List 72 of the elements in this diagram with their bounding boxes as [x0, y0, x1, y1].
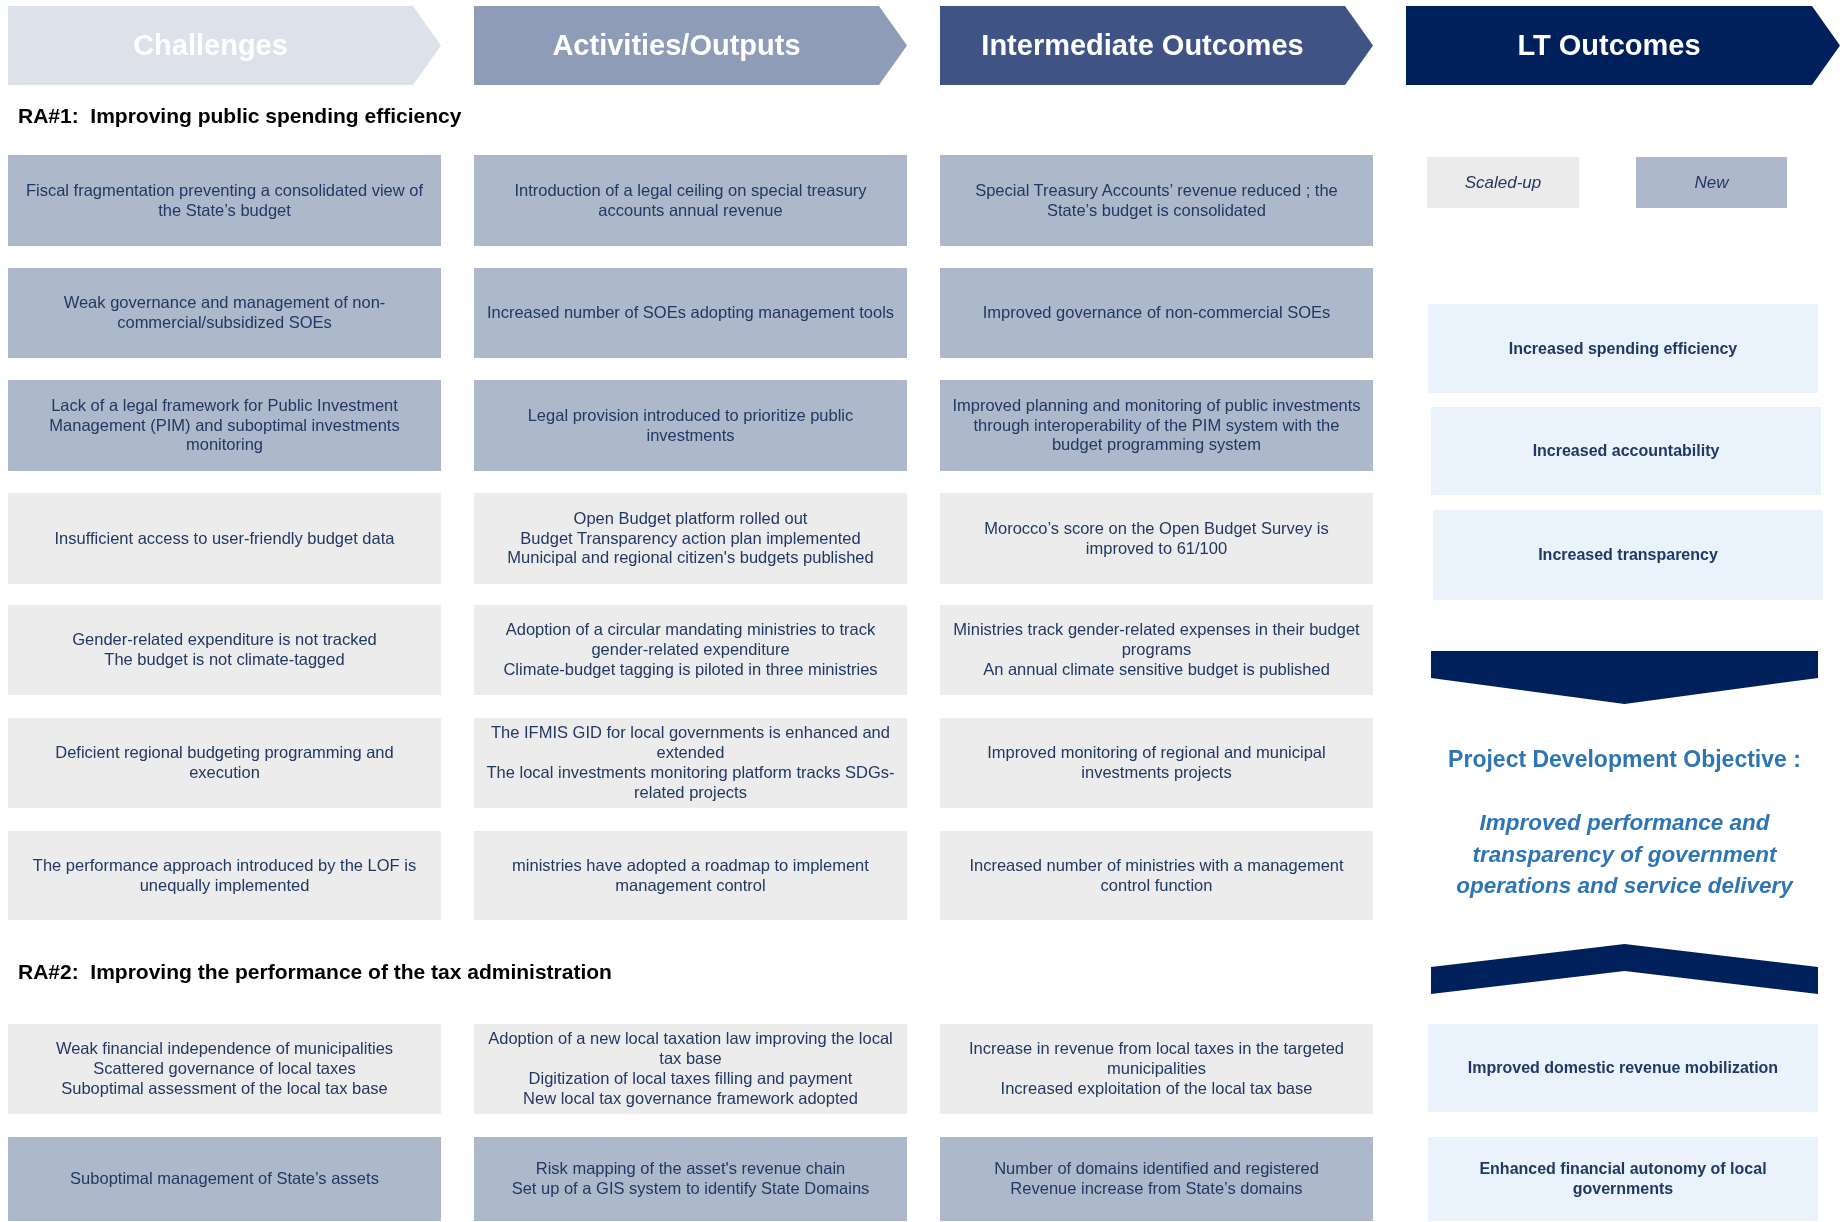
box-text: Increased number of SOEs adopting management tools — [486, 303, 895, 323]
stage-banner — [474, 6, 907, 85]
chevron-arrow — [1431, 944, 1818, 994]
result-box — [940, 155, 1373, 246]
result-box — [940, 268, 1373, 358]
stage-banner — [8, 6, 441, 85]
result-box — [940, 1137, 1373, 1221]
box-text: An annual climate sensitive budget is published — [983, 659, 1330, 680]
stage-title: LT Outcomes — [1517, 29, 1701, 62]
box-text: Weak governance and management of non-commercial/subsidized SOEs — [62, 293, 387, 333]
box-text: Weak financial independence of municipalities — [55, 1039, 394, 1060]
box-text: Increased exploitation of the local tax base — [1000, 1078, 1313, 1099]
box-text: Lack of a legal framework for Public Investment Management (PIM) and suboptimal investments monitoring — [48, 395, 401, 456]
stage-banner — [940, 6, 1373, 85]
box-text: Increase in revenue from local taxes in the targeted municipalities — [967, 1039, 1346, 1079]
chevron-arrow — [1431, 651, 1818, 704]
result-box — [474, 1137, 907, 1221]
box-text: The performance approach introduced by the LOF is unequally implemented — [31, 855, 418, 896]
box-text: Insufficient access to user-friendly budget data — [54, 528, 395, 549]
box-text: Deficient regional budgeting programming and execution — [54, 743, 395, 783]
box-text: The IFMIS GID for local governments is enhanced and extended — [490, 723, 891, 763]
stage-title: Intermediate Outcomes — [981, 29, 1304, 62]
objective-statement: Improved performance and transparency of government operations and service delivery — [1455, 809, 1795, 901]
box-text: Morocco’s score on the Open Budget Survey is improved to 61/100 — [983, 518, 1330, 559]
box-text: Introduction of a legal ceiling on special treasury accounts annual revenue — [513, 180, 868, 221]
result-box — [8, 1137, 441, 1221]
result-box — [474, 268, 907, 358]
box-text: Gender-related expenditure is not tracked — [72, 630, 377, 650]
box-text: Climate-budget tagging is piloted in three ministries — [503, 659, 878, 680]
box-text: Fiscal fragmentation preventing a consolidated view of the State’s budget — [24, 180, 425, 221]
box-text: ministries have adopted a roadmap to implement management control — [511, 855, 870, 896]
box-text: Adoption of a circular mandating ministries to track gender-related expenditure — [504, 620, 877, 660]
objective-heading: Project Development Objective : — [1448, 746, 1801, 774]
box-text: Suboptimal assessment of the local tax base — [61, 1078, 388, 1099]
box-text: Ministries track gender-related expenses in their budget programs — [952, 620, 1361, 660]
result-box — [474, 155, 907, 246]
box-text: Improved monitoring of regional and municipal investments projects — [986, 743, 1327, 783]
box-text: Legal provision introduced to prioritize public investments — [526, 405, 855, 446]
box-text: Scattered governance of local taxes — [93, 1059, 356, 1079]
box-text: Enhanced financial autonomy of local governments — [1478, 1159, 1768, 1199]
box-text: Set up of a GIS system to identify State Domains — [511, 1179, 870, 1199]
result-box — [8, 268, 441, 358]
stage-banner — [1406, 6, 1840, 85]
box-text: Special Treasury Accounts’ revenue reduced ; the State’s budget is consolidated — [974, 180, 1339, 221]
box-text: The local investments monitoring platform tracks SDGs-related projects — [485, 763, 896, 803]
box-text: Risk mapping of the asset's revenue chain — [535, 1159, 846, 1179]
box-text: New local tax governance framework adopted — [523, 1088, 858, 1109]
box-text: Improved planning and monitoring of public investments through interoperability of the PIM system with the budget programming system — [951, 395, 1362, 456]
box-text: Digitization of local taxes filling and payment — [528, 1069, 853, 1089]
stage-title: Activities/Outputs — [552, 29, 801, 62]
box-text: Improved governance of non-commercial SOEs — [982, 303, 1331, 323]
box-text: Municipal and regional citizen's budgets published — [507, 548, 874, 569]
box-text: Number of domains identified and registered — [994, 1159, 1319, 1179]
box-text: Revenue increase from State’s domains — [1010, 1179, 1303, 1199]
legend-label: New — [1694, 172, 1729, 193]
box-text: Open Budget platform rolled out — [573, 508, 808, 529]
box-text: Improved domestic revenue mobilization — [1467, 1058, 1779, 1078]
section-heading: RA#1: Improving public spending efficiency — [18, 104, 463, 128]
legend-label: Scaled-up — [1464, 172, 1542, 193]
box-text: Budget Transparency action plan implemented — [520, 528, 861, 549]
result-box — [8, 155, 441, 246]
box-text: Increased spending efficiency — [1508, 338, 1738, 359]
box-text: Adoption of a new local taxation law improving the local tax base — [487, 1029, 894, 1069]
result-box — [940, 380, 1373, 471]
box-text: Increased accountability — [1532, 441, 1720, 461]
box-text: Suboptimal management of State’s assets — [70, 1169, 379, 1189]
box-text: The budget is not climate-tagged — [104, 650, 345, 670]
box-text: Increased number of ministries with a management control function — [968, 855, 1345, 896]
box-text: Increased transparency — [1538, 545, 1718, 565]
section-heading: RA#2: Improving the performance of the tax administration — [18, 960, 613, 984]
result-box — [474, 380, 907, 471]
result-box — [8, 380, 441, 471]
